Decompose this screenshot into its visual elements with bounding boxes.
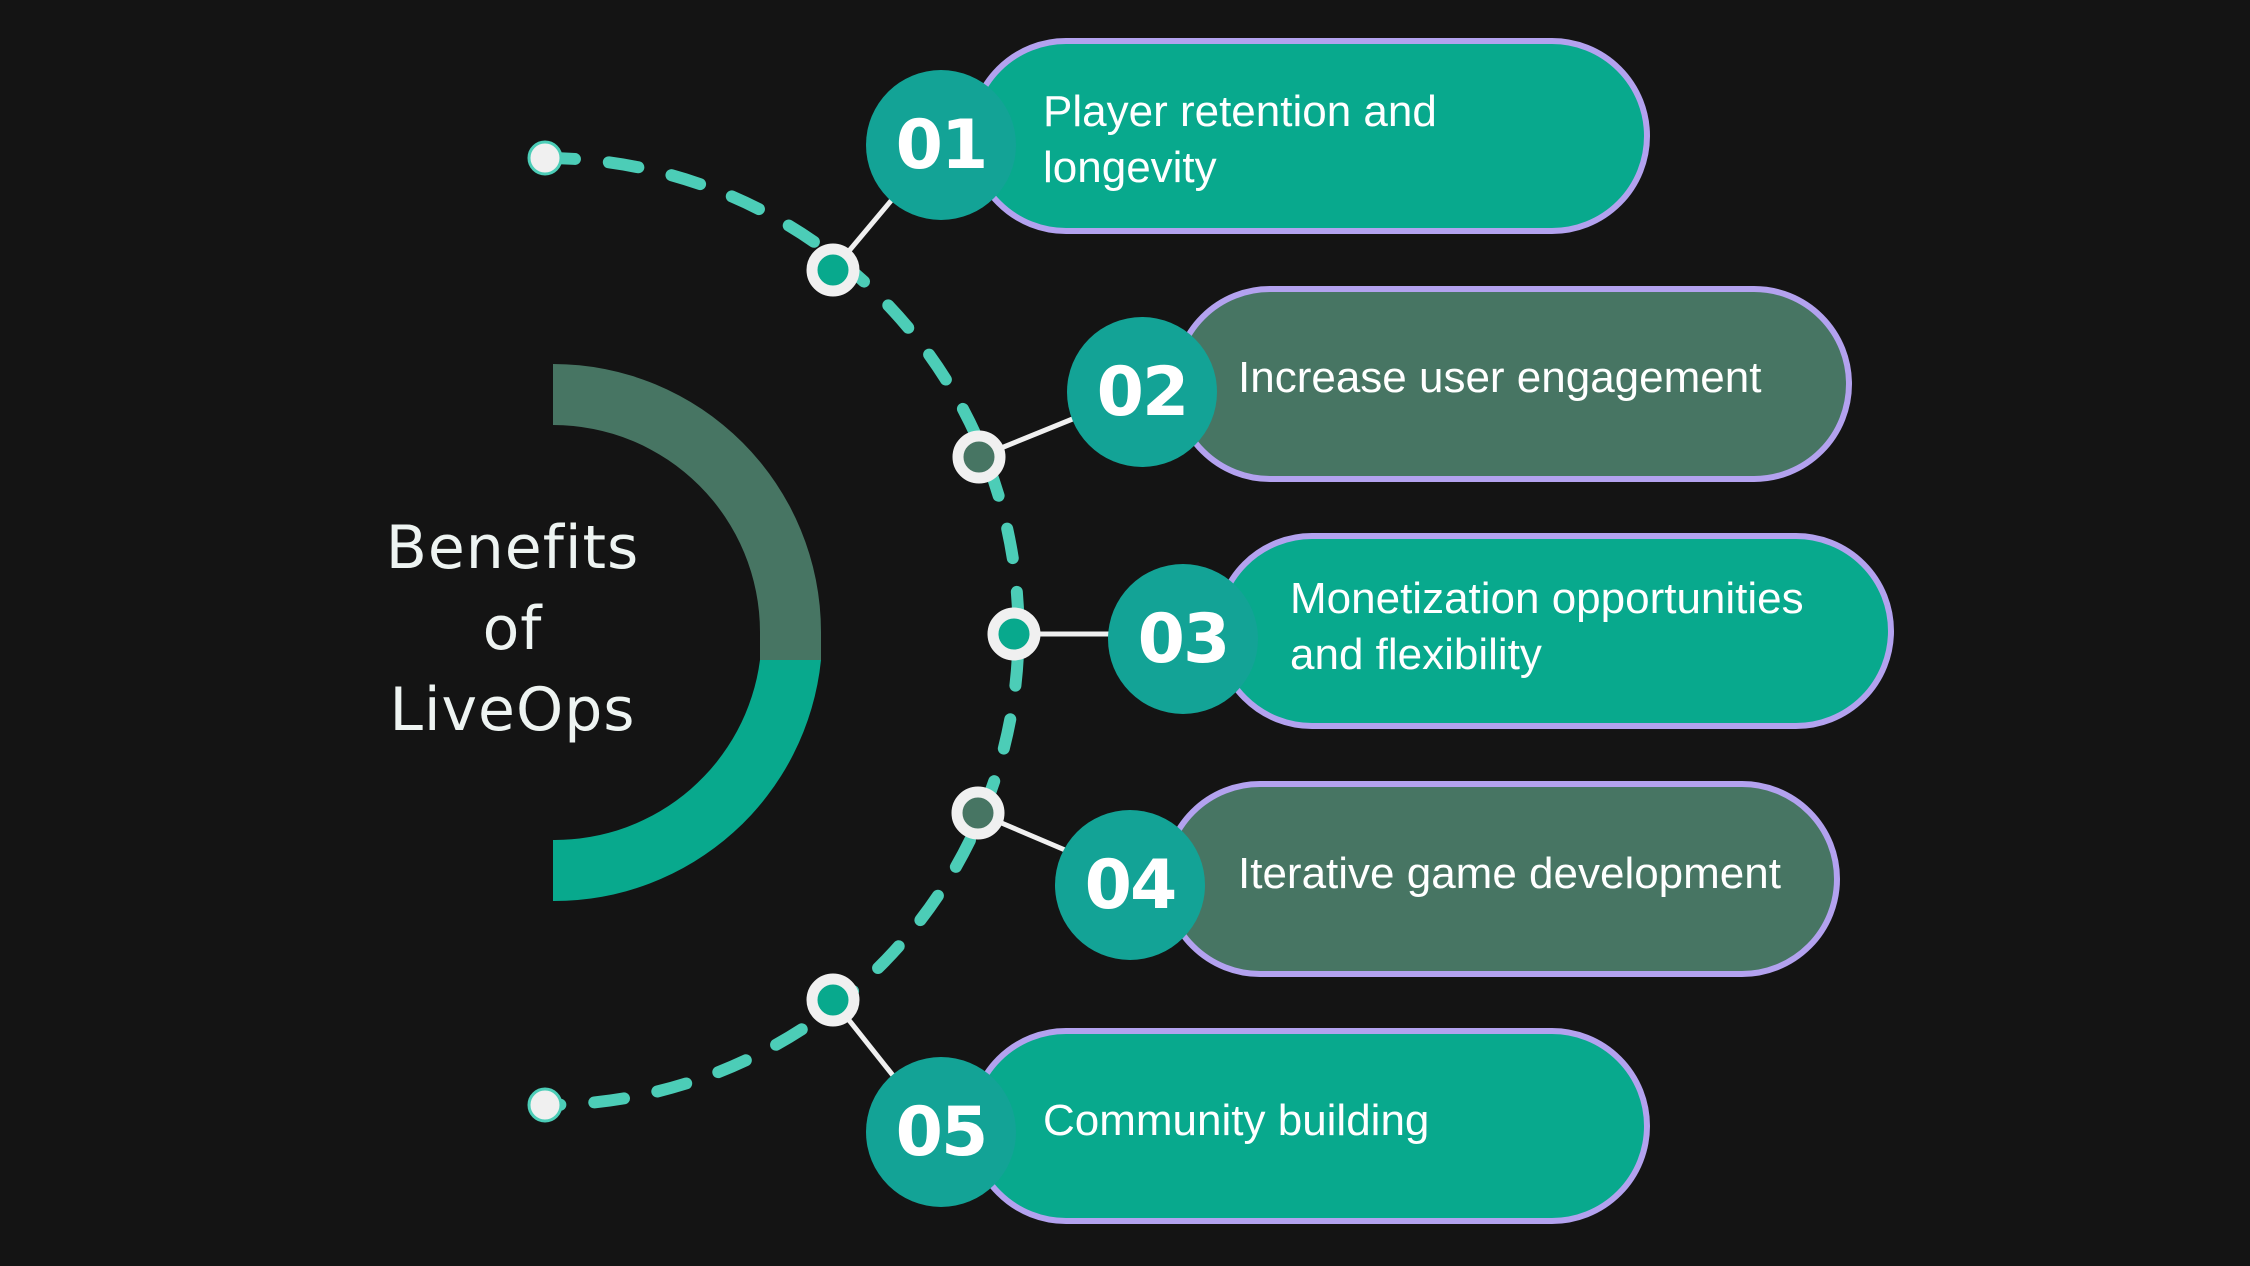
number-badge-05: 05 — [866, 1057, 1016, 1207]
benefit-card-01 — [968, 38, 1650, 234]
benefit-label-01-line-2: longevity — [1043, 143, 1217, 192]
arc-top-fill — [760, 632, 821, 660]
benefit-label-02-line-1: Increase user engagement — [1238, 353, 1762, 402]
arc-bottom-segment — [553, 660, 821, 902]
node-02 — [952, 430, 1006, 484]
benefit-label-03: Monetization opportunities and flexibili… — [1290, 571, 1804, 683]
title-line-1: Benefits — [385, 513, 640, 583]
node-05 — [806, 973, 860, 1027]
benefit-label-01: Player retention and longevity — [1043, 84, 1437, 196]
number-badge-03: 03 — [1108, 564, 1258, 714]
timeline-end-dot — [527, 1087, 563, 1123]
timeline-start-dot — [527, 140, 563, 176]
benefit-label-04-line-1: Iterative game development — [1238, 849, 1781, 898]
benefit-label-01-line-1: Player retention and — [1043, 87, 1437, 136]
number-badge-04: 04 — [1055, 810, 1205, 960]
benefit-card-02 — [1172, 286, 1852, 482]
diagram-title: Benefits of LiveOps — [340, 508, 685, 751]
benefit-card-05 — [968, 1028, 1650, 1224]
benefit-label-03-line-2: and flexibility — [1290, 630, 1542, 679]
number-badge-02: 02 — [1067, 317, 1217, 467]
node-04 — [951, 786, 1005, 840]
benefit-label-05-line-1: Community building — [1043, 1096, 1430, 1145]
benefit-label-05: Community building — [1043, 1093, 1429, 1149]
title-line-3: LiveOps — [389, 675, 636, 745]
number-badge-01: 01 — [866, 70, 1016, 220]
benefit-label-04: Iterative game development — [1238, 846, 1781, 902]
node-03 — [987, 607, 1041, 661]
dashed-timeline — [539, 152, 1025, 1111]
benefit-label-02: Increase user engagement — [1238, 350, 1761, 406]
benefit-card-04 — [1162, 781, 1840, 977]
node-01 — [806, 243, 860, 297]
benefit-card-03 — [1214, 533, 1894, 729]
title-line-2: of — [482, 594, 543, 664]
benefit-label-03-line-1: Monetization opportunities — [1290, 574, 1804, 623]
arc-top-segment — [553, 364, 821, 632]
